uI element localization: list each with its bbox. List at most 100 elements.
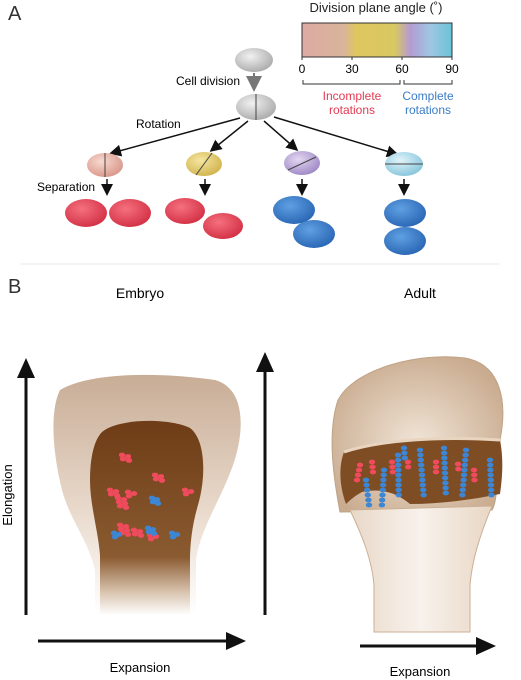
adult-cell-blue <box>461 467 468 473</box>
adult-cell-red <box>470 467 478 473</box>
embryo-cell-red <box>152 476 160 482</box>
embryo-cell-red <box>131 531 139 537</box>
adult-cell-blue <box>363 482 370 488</box>
adult-cell-blue <box>460 477 467 483</box>
adult-cell-blue <box>379 497 386 503</box>
embryo-cell-red <box>116 503 124 509</box>
embryo-cell-red <box>114 495 122 501</box>
adult-cell-blue <box>441 470 449 476</box>
complete-range-bracket <box>403 80 453 85</box>
embryo-cell-red <box>151 472 159 478</box>
embryo-cell-red <box>119 456 127 462</box>
adult-cell-red <box>388 459 396 465</box>
adult-cell-blue <box>362 477 370 483</box>
adult-cell-blue <box>440 445 448 451</box>
adult-cell-blue <box>395 462 402 468</box>
colorbar-gradient <box>301 22 453 58</box>
adult-cell-blue <box>395 482 402 488</box>
embryo-cell-red <box>147 536 155 542</box>
panel-a-letter: A <box>8 3 22 25</box>
adult-cell-red <box>432 459 440 465</box>
adult-cell-red <box>454 461 462 467</box>
embryo-cell-red <box>122 524 130 529</box>
adult-cell-blue <box>418 462 425 468</box>
embryo-cell-red <box>116 522 124 528</box>
adult-cell-blue <box>487 467 494 473</box>
adult-cell-blue <box>486 457 494 463</box>
adult-cell-red <box>369 469 377 475</box>
adult-plate-rim <box>343 437 501 454</box>
adult-cell-blue <box>419 477 426 483</box>
adult-cell-blue <box>395 467 402 473</box>
y-axis-label-elongation: Elongation <box>0 464 15 525</box>
embryo-cell-blue <box>149 499 157 505</box>
adult-cell-blue <box>441 465 448 471</box>
adult-cell-blue <box>460 472 468 478</box>
embryo-cell-red <box>125 458 133 463</box>
rotation-arrow-60 <box>263 120 299 151</box>
embryo-cell-red <box>106 487 114 493</box>
daughter-0-right <box>109 199 151 227</box>
adult-cell-blue <box>401 455 408 461</box>
adult-cell-blue <box>380 472 387 478</box>
adult-cell-blue <box>379 482 387 488</box>
adult-cell-red <box>369 464 376 470</box>
embryo-cell-blue <box>111 534 119 540</box>
embryo-cell-blue <box>110 530 118 536</box>
adult-cell-blue <box>442 480 449 486</box>
adult-bone-shaft <box>349 505 493 633</box>
adult-cell-blue <box>395 492 402 498</box>
colorbar-tick-label-90: 90 <box>445 62 459 76</box>
adult-cell-blue <box>487 472 494 478</box>
embryo-cell-red <box>158 478 166 483</box>
embryo-cell-red <box>187 489 195 494</box>
embryo-cell-red <box>125 493 133 499</box>
embryo-cell-blue <box>154 501 162 506</box>
adult-cell-blue <box>462 452 469 458</box>
adult-cell-red <box>404 459 412 465</box>
adult-cell-blue <box>380 467 388 473</box>
adult-cell-red <box>353 477 361 483</box>
adult-cell-blue <box>394 452 402 458</box>
embryo-cell-red <box>124 489 132 495</box>
adult-cell-blue <box>416 447 424 453</box>
embryo-cell-red <box>182 491 190 497</box>
rotation-label: Rotation <box>136 117 181 131</box>
adult-cell-blue <box>378 502 386 508</box>
adult-cell-blue <box>365 502 373 508</box>
incomplete-rotations-label-1: Incomplete <box>323 89 382 103</box>
complete-rotations-label-1: Complete <box>402 89 454 103</box>
mother-cell <box>235 48 273 72</box>
embryo-cell-red <box>137 533 145 538</box>
embryo-cell-blue <box>148 495 156 501</box>
rotation-arrow-30 <box>209 120 249 152</box>
adult-cell-blue <box>418 472 426 478</box>
daughter-60-bottom <box>293 220 335 248</box>
adult-cell-blue <box>395 477 402 483</box>
adult-cell-blue <box>394 457 402 463</box>
embryo-cell-red <box>157 474 165 479</box>
embryo-cell-blue <box>144 525 152 531</box>
panel-b-letter: B <box>8 276 21 298</box>
embryo-cell-blue <box>150 531 158 536</box>
embryo-cell-red <box>115 499 123 505</box>
adult-cell-blue <box>488 487 495 493</box>
embryo-cell-red <box>181 487 189 493</box>
adult-cell-red <box>354 472 362 478</box>
adult-cell-blue <box>441 450 448 456</box>
adult-cell-blue <box>364 492 371 498</box>
daughter-0-left <box>65 199 107 227</box>
adult-cell-blue <box>419 482 426 488</box>
adult-expansion-arrowhead <box>476 637 496 655</box>
adult-cell-red <box>471 472 478 478</box>
adult-elongation-arrowhead <box>256 352 274 372</box>
adult-cell-blue <box>441 455 448 461</box>
adult-cell-red <box>455 466 462 472</box>
daughter-90-bottom <box>384 227 426 255</box>
adult-cell-red <box>389 469 396 475</box>
adult-cell-red <box>355 467 363 473</box>
daughter-60-top <box>273 196 315 224</box>
colorbar-tick-label-0: 0 <box>299 62 306 76</box>
plane-angle-30 <box>195 152 213 176</box>
adult-cell-blue <box>417 457 424 463</box>
